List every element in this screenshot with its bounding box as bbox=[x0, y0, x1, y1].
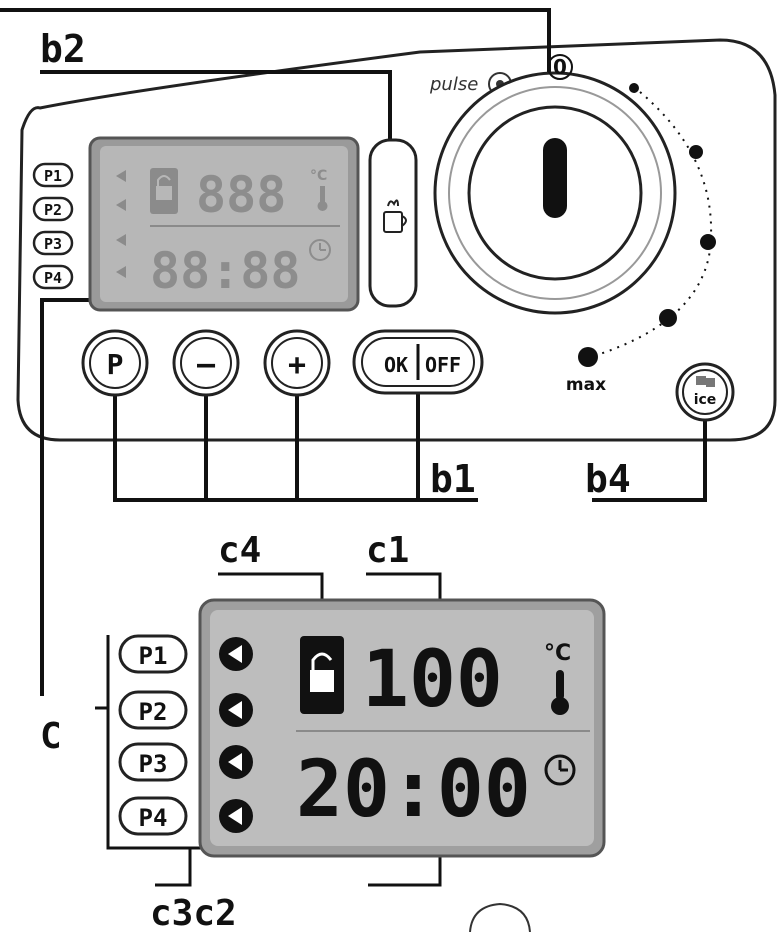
large-temp-readout: 100 bbox=[362, 635, 503, 725]
program-label-p3[interactable]: P3 bbox=[32, 230, 74, 256]
ice-cubes-icon bbox=[696, 376, 715, 387]
leader-b1 bbox=[113, 395, 478, 502]
power-knob[interactable] bbox=[433, 71, 677, 315]
small-arrow-4 bbox=[116, 266, 126, 278]
svg-text:P1: P1 bbox=[44, 167, 62, 185]
svg-text:P4: P4 bbox=[139, 804, 168, 832]
callout-b2: b2 bbox=[40, 27, 86, 71]
callout-c1: c1 bbox=[366, 530, 409, 571]
callout-b4: b4 bbox=[585, 457, 631, 501]
cup-icon bbox=[383, 199, 407, 233]
svg-text:–: – bbox=[197, 347, 216, 382]
knob-zero-ring bbox=[547, 54, 573, 80]
leader-b4 bbox=[592, 420, 707, 502]
program-label-large-p2: P2 bbox=[118, 690, 188, 730]
ok-off-button[interactable]: OK OFF bbox=[352, 329, 484, 395]
knob-indicator bbox=[543, 138, 567, 218]
large-time-readout: 20:00 bbox=[296, 745, 531, 835]
leader-c3c2 bbox=[155, 848, 192, 887]
dial-scale bbox=[578, 83, 716, 367]
knob-zero-label: 0 bbox=[553, 55, 567, 79]
small-lcd: 888 °C 88:88 bbox=[88, 136, 360, 312]
small-temp-unit: °C bbox=[310, 168, 327, 184]
callout-c: C bbox=[40, 716, 62, 757]
small-arrow-2 bbox=[116, 199, 126, 211]
ice-button[interactable]: ice bbox=[675, 362, 735, 422]
small-time-readout: 88:88 bbox=[150, 242, 301, 300]
callout-c3c2: c3c2 bbox=[150, 893, 237, 932]
svg-text:P3: P3 bbox=[44, 235, 62, 253]
small-lock-icon bbox=[150, 168, 178, 214]
leader-b2 bbox=[40, 70, 392, 140]
program-label-large-p3: P3 bbox=[118, 742, 188, 782]
knob-max-label: max bbox=[566, 375, 606, 395]
small-arrow-1 bbox=[116, 170, 126, 182]
program-label-p1[interactable]: P1 bbox=[32, 162, 74, 188]
large-thermometer-icon bbox=[551, 670, 569, 715]
cup-button[interactable] bbox=[368, 138, 418, 308]
partial-logo-icon bbox=[469, 902, 531, 932]
svg-text:ice: ice bbox=[694, 392, 717, 408]
program-labels-small: P1 P2 P3 P4 bbox=[32, 162, 74, 290]
large-lcd: 100 °C 20:00 bbox=[198, 598, 606, 858]
ok-label: OK bbox=[384, 353, 408, 377]
svg-text:+: + bbox=[288, 348, 306, 383]
plus-button[interactable]: + bbox=[263, 329, 331, 397]
svg-text:P2: P2 bbox=[44, 201, 62, 219]
minus-button[interactable]: – bbox=[172, 329, 240, 397]
svg-text:P2: P2 bbox=[139, 698, 168, 726]
callout-b1: b1 bbox=[430, 457, 476, 501]
small-arrow-3 bbox=[116, 234, 126, 246]
svg-text:P4: P4 bbox=[44, 269, 62, 287]
small-clock-icon bbox=[309, 239, 331, 261]
callout-c4: c4 bbox=[218, 530, 261, 571]
program-label-p2[interactable]: P2 bbox=[32, 196, 74, 222]
brand-name: pulse bbox=[429, 74, 478, 95]
large-lock-icon bbox=[300, 636, 344, 714]
program-label-large-p4: P4 bbox=[118, 796, 188, 836]
large-clock-icon bbox=[544, 754, 576, 786]
program-label-large-p1: P1 bbox=[118, 634, 188, 674]
small-temp-readout: 888 bbox=[196, 166, 286, 224]
svg-text:P3: P3 bbox=[139, 750, 168, 778]
large-temp-unit: °C bbox=[544, 641, 571, 666]
svg-text:P1: P1 bbox=[139, 642, 168, 670]
program-label-p4[interactable]: P4 bbox=[32, 264, 74, 290]
program-labels-large: P1 P2 P3 P4 bbox=[118, 634, 188, 836]
svg-text:P: P bbox=[107, 348, 124, 381]
small-thermometer-icon bbox=[317, 186, 328, 211]
p-button[interactable]: P bbox=[81, 329, 149, 397]
off-label: OFF bbox=[425, 353, 461, 377]
large-program-arrows bbox=[219, 637, 253, 833]
